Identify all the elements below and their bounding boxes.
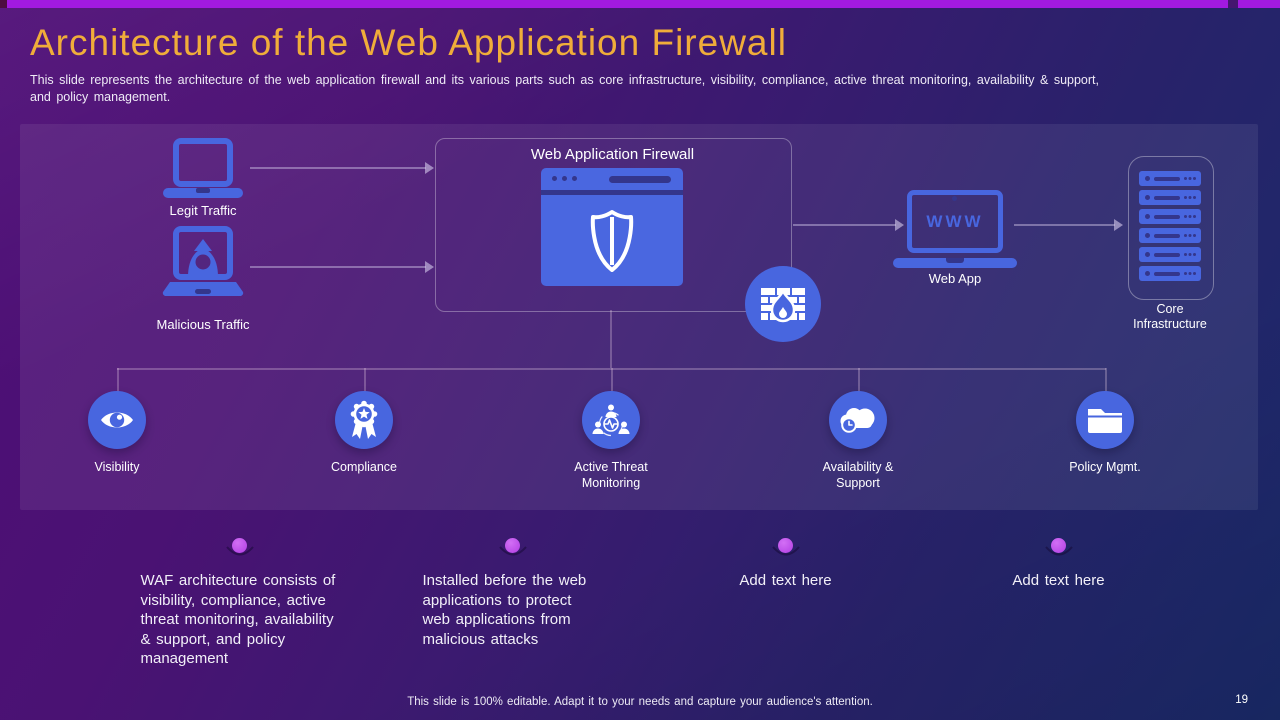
component-availability-support: Availability & Support [788,391,928,491]
bullet-arc [771,546,800,556]
note-item: Installed before the web applications to… [376,538,649,649]
page-number: 19 [1235,694,1248,706]
component-policy-mgmt: Policy Mgmt. [1035,391,1175,476]
connector-line [1105,368,1107,392]
slide-description: This slide represents the architecture o… [30,73,1099,104]
component-label: Policy Mgmt. [1069,460,1141,474]
component-visibility: Visibility [47,391,187,476]
arrow-webapp-to-core [1014,219,1123,231]
note-text: Installed before the web applications to… [422,572,587,648]
connector-line [611,368,613,392]
note-text: Add text here [1012,572,1105,589]
firewall-brick-flame-icon [745,266,821,342]
laptop-base-notch [946,258,964,263]
connector-line [117,368,119,392]
browser-shield-icon [541,168,683,286]
connector-line [610,310,612,368]
webcam-dot-icon [952,196,957,201]
laptop-icon [163,138,243,198]
note-text: Add text here [739,572,832,589]
page-title: Architecture of the Web Application Fire… [30,22,787,63]
component-active-threat-monitoring: Active Threat Monitoring [541,391,681,491]
arrow-malicious-to-waf [250,261,434,273]
server-unit [1139,266,1201,281]
component-label: Visibility [94,460,140,474]
shield-icon [590,209,634,272]
bullet-dot [232,538,247,553]
server-unit [1139,171,1201,186]
bullet-arc [1044,546,1073,556]
cloud-clock-icon [840,408,875,433]
note-item: Add text here [649,538,922,591]
team-monitoring-icon [592,404,630,437]
accent-bar-left-cap [0,0,7,8]
waf-box [435,138,792,312]
folder-icon [1088,409,1122,433]
laptop-base [893,258,1017,268]
legit-traffic-label: Legit Traffic [169,203,237,218]
note-item: Add text here [922,538,1195,591]
arrow-legit-to-waf [250,162,434,174]
bullet-arc [498,546,527,556]
eye-icon [101,412,133,428]
bullet-arc [225,546,254,556]
server-unit [1139,247,1201,262]
laptop-www-icon: WWW [907,190,1003,253]
award-badge-icon [350,400,378,439]
arrow-waf-to-webapp [793,219,904,231]
core-infrastructure-label: Core Infrastructure [1133,302,1207,331]
server-stack-icon [1128,156,1214,300]
note-item: WAF architecture consists of visibility,… [103,538,376,669]
bullet-dot [1051,538,1066,553]
server-unit [1139,228,1201,243]
accent-bar-notch [1228,0,1238,8]
server-unit [1139,209,1201,224]
waf-title: Web Application Firewall [530,146,695,163]
browser-toolbar [541,168,683,190]
component-label: Active Threat Monitoring [574,460,648,490]
footer-note: This slide is 100% editable. Adapt it to… [407,696,873,708]
web-app-label: Web App [928,271,982,286]
malicious-traffic-label: Malicious Traffic [156,317,250,332]
address-bar [609,176,671,183]
server-unit [1139,190,1201,205]
accent-bar [0,0,1280,8]
connector-line [858,368,860,392]
www-text: WWW [926,211,984,231]
connector-line [364,368,366,392]
note-text: WAF architecture consists of visibility,… [140,572,336,667]
connector-line [117,368,1106,370]
component-compliance: Compliance [294,391,434,476]
hacker-laptop-icon [162,226,244,297]
component-label: Compliance [330,460,397,474]
component-label: Availability & Support [822,460,894,490]
bullet-dot [505,538,520,553]
bullet-dot [778,538,793,553]
